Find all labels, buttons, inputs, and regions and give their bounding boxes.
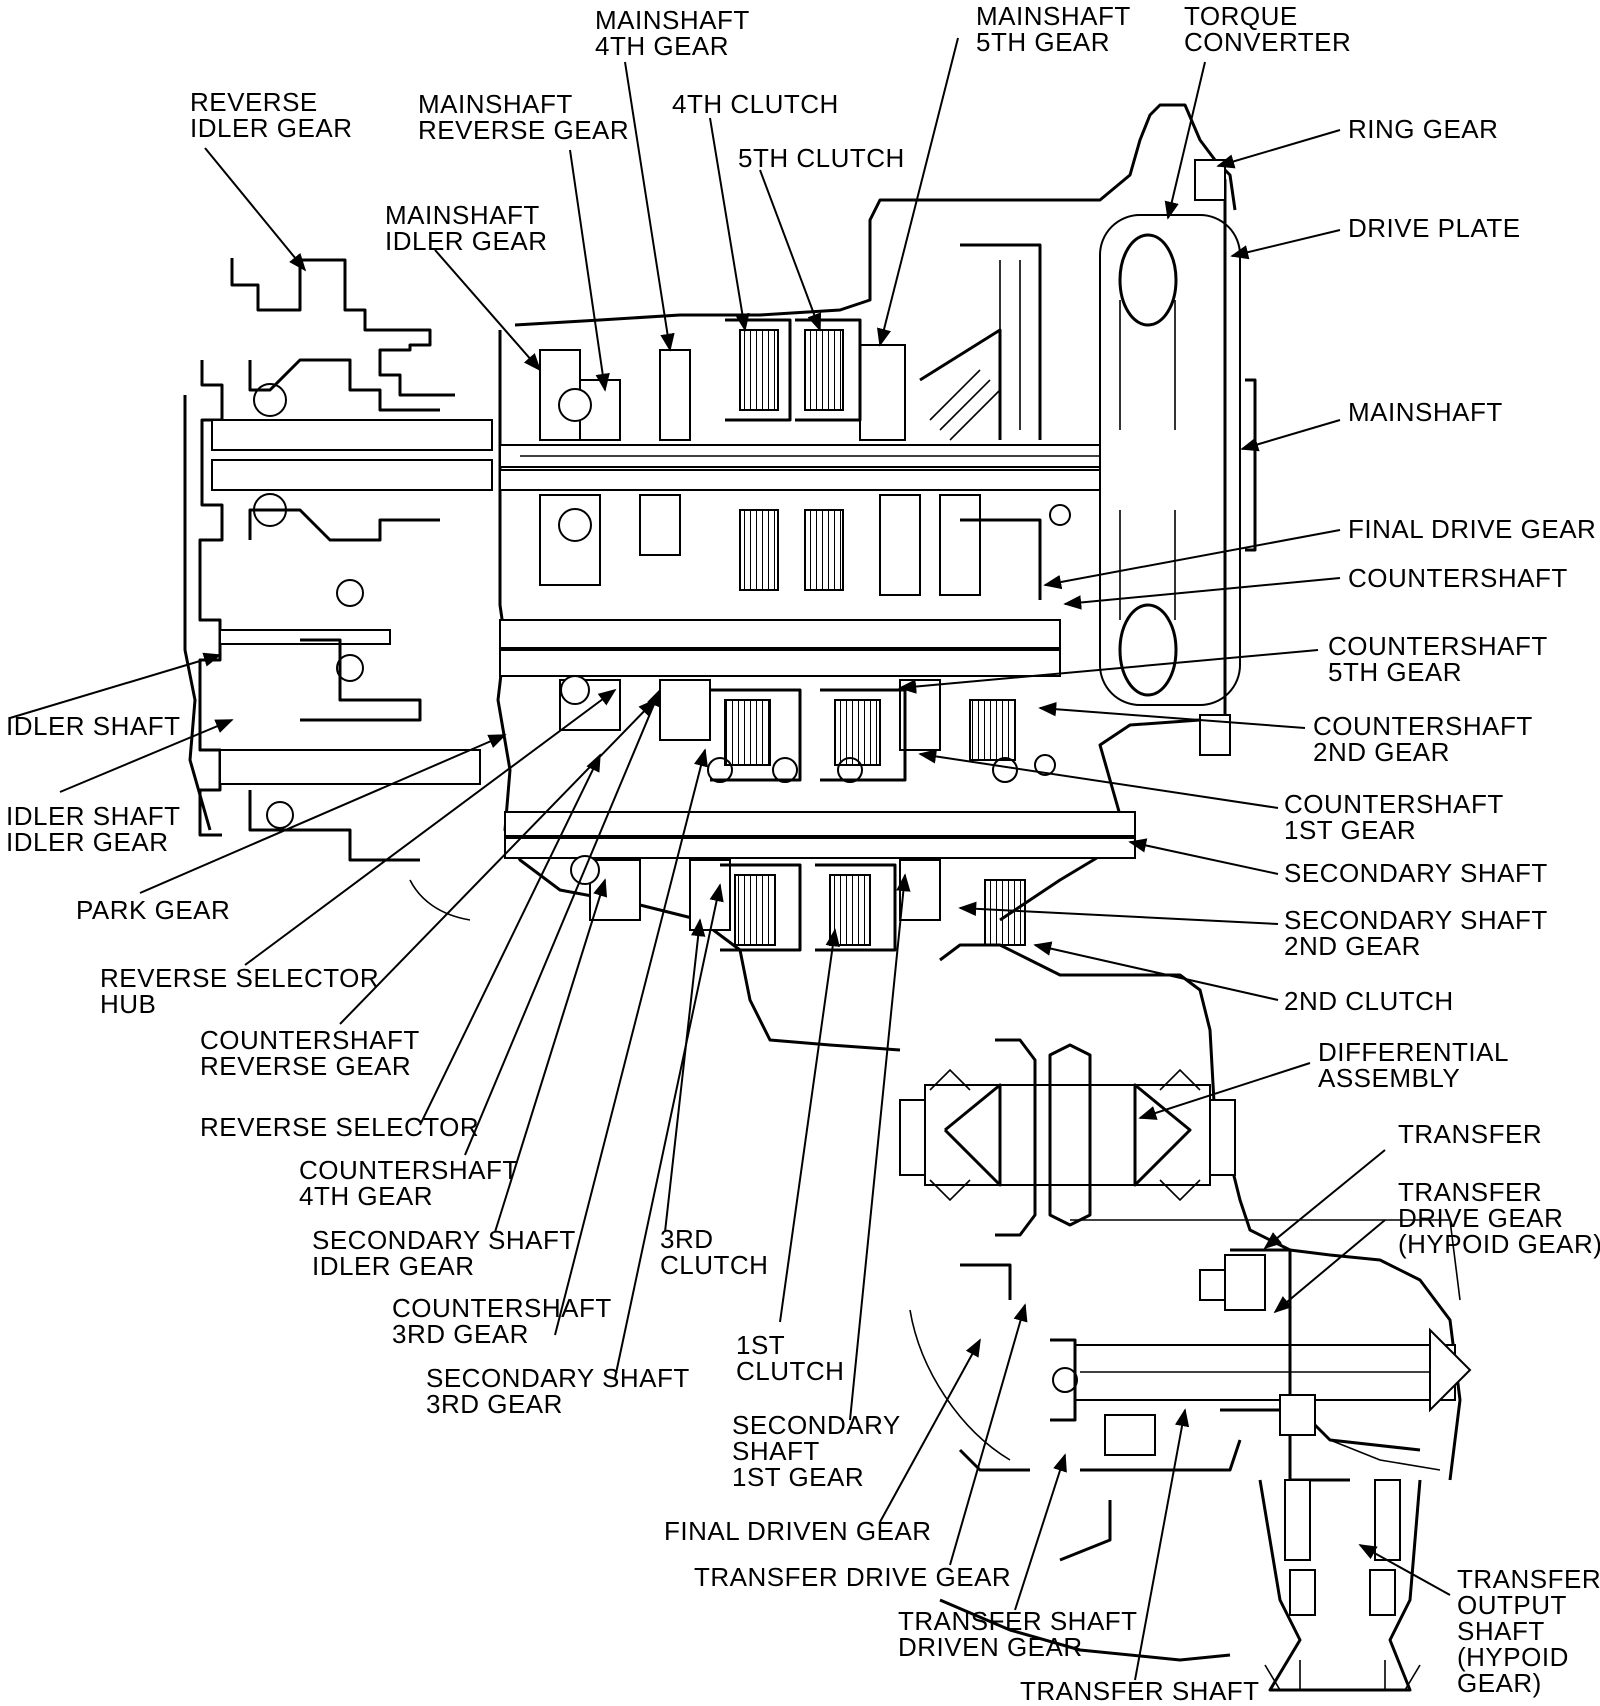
leader-mainshaft-4th-gear (624, 61, 675, 352)
secondary-shaft-drawing (504, 811, 1136, 859)
label-countershaft: COUNTERSHAFT (1348, 563, 1568, 593)
leader-torque-converter (1164, 61, 1206, 220)
leader-countershaft-3rd-gear (554, 748, 708, 1336)
label-secondary-shaft: SECONDARY SHAFT (1284, 858, 1548, 888)
leader-lines (9, 37, 1451, 1681)
label-5th-clutch: 5TH CLUTCH (738, 143, 905, 173)
label-idler-shaft: IDLER SHAFT (6, 711, 181, 741)
leader-countershaft-2nd-gear (1038, 702, 1306, 729)
label-mainshaft: MAINSHAFT (1348, 397, 1503, 427)
leader-transfer-drive-gear-hypoid (1273, 1219, 1386, 1314)
leader-idler-shaft (9, 652, 222, 719)
leader-idler-shaft-idler-gear (59, 719, 234, 793)
leader-mainshaft-reverse-gear (569, 149, 610, 392)
torque-converter-drawing (919, 159, 1257, 756)
leader-secondary-shaft-1st-gear (849, 873, 911, 1421)
leader-reverse-selector (419, 753, 601, 1126)
leader-secondary-shaft-2nd-gear (958, 901, 1279, 925)
leader-secondary-shaft-3rd-gear (614, 883, 724, 1379)
label-transfer: TRANSFER (1398, 1119, 1542, 1149)
leader-mainshaft-idler-gear (434, 249, 542, 372)
leader-5th-clutch (759, 169, 822, 332)
leader-final-drive-gear (1043, 529, 1341, 590)
leader-ring-gear (1216, 129, 1341, 169)
leader-4th-clutch (709, 117, 750, 332)
leader-countershaft-reverse-gear (339, 698, 657, 1025)
leader-transfer-shaft-driven-gear (1014, 1453, 1067, 1611)
leader-countershaft (1063, 577, 1341, 610)
leader-reverse-selector-hub (244, 688, 617, 966)
leader-transfer (1263, 1149, 1386, 1250)
leader-reverse-idler-gear (204, 147, 307, 272)
label-reverse-selector: REVERSE SELECTOR (200, 1112, 479, 1142)
leader-secondary-shaft (1128, 838, 1279, 875)
leader-1st-clutch (779, 928, 840, 1323)
leader-transfer-drive-gear (949, 1303, 1028, 1566)
leader-final-driven-gear (879, 1338, 981, 1523)
differential-drawing (899, 1038, 1236, 1237)
leader-countershaft-5th-gear (898, 649, 1319, 694)
leader-drive-plate (1230, 229, 1341, 260)
idler-gear-housing (183, 258, 493, 921)
leader-transfer-shaft (1134, 1408, 1190, 1681)
transmission-drawing (183, 103, 1472, 1692)
label-ring-gear: RING GEAR (1348, 114, 1498, 144)
label-drive-plate: DRIVE PLATE (1348, 213, 1521, 243)
leader-park-gear (139, 734, 507, 894)
leader-secondary-shaft-idler-gear (494, 878, 608, 1233)
leader-mainshaft (1240, 419, 1341, 452)
countershaft-drawing (499, 619, 1061, 677)
leader-2nd-clutch (1033, 941, 1279, 1001)
leader-transfer-output-shaft-hypoid (1358, 1544, 1451, 1596)
leader-differential-assembly (1138, 1062, 1311, 1120)
label-final-driven-gear: FINAL DRIVEN GEAR (664, 1516, 932, 1546)
label-transfer-shaft: TRANSFER SHAFT (1020, 1676, 1260, 1706)
leader-countershaft-4th-gear (464, 688, 661, 1156)
leader-3rd-clutch (664, 918, 706, 1233)
label-2nd-clutch: 2ND CLUTCH (1284, 986, 1454, 1016)
gears-drawing (539, 344, 1071, 931)
label-4th-clutch: 4TH CLUTCH (672, 89, 839, 119)
transfer-drawing (958, 1248, 1472, 1692)
clutch-packs-drawing (710, 318, 1026, 952)
label-transfer-drive-gear: TRANSFER DRIVE GEAR (694, 1562, 1011, 1592)
label-park-gear: PARK GEAR (76, 895, 230, 925)
leader-mainshaft-5th-gear (877, 37, 959, 347)
label-final-drive-gear: FINAL DRIVE GEAR (1348, 514, 1596, 544)
leader-countershaft-1st-gear (918, 749, 1279, 809)
